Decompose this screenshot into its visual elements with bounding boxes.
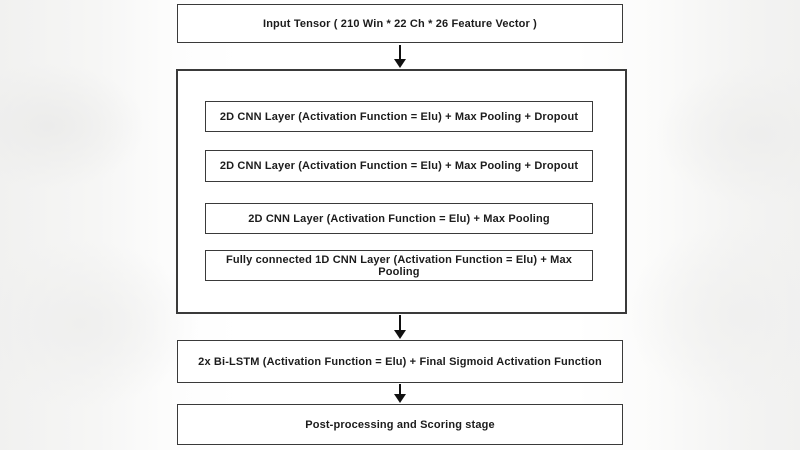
arrow-head-icon	[394, 59, 406, 68]
cnn-layer-2-label: 2D CNN Layer (Activation Function = Elu)…	[219, 160, 579, 172]
cnn-layer-1-box: 2D CNN Layer (Activation Function = Elu)…	[205, 101, 593, 132]
postprocessing-box: Post-processing and Scoring stage	[177, 404, 623, 445]
arrow-down-2	[393, 315, 407, 339]
arrow-stem	[399, 315, 401, 330]
cnn-layer-1-label: 2D CNN Layer (Activation Function = Elu)…	[219, 110, 579, 123]
cnn-layer-3-box: 2D CNN Layer (Activation Function = Elu)…	[205, 203, 593, 234]
fully-connected-1d-cnn-box: Fully connected 1D CNN Layer (Activation…	[205, 250, 593, 281]
arrow-head-icon	[394, 394, 406, 403]
input-tensor-label: Input Tensor ( 210 Win * 22 Ch * 26 Feat…	[262, 17, 537, 30]
arrow-down-1	[393, 45, 407, 68]
bilstm-label: 2x Bi-LSTM (Activation Function = Elu) +…	[198, 355, 602, 368]
cnn-layer-3-label: 2D CNN Layer (Activation Function = Elu)…	[248, 212, 550, 225]
fully-connected-1d-cnn-label: Fully connected 1D CNN Layer (Activation…	[225, 253, 573, 278]
arrow-stem	[399, 384, 401, 394]
arrow-head-icon	[394, 330, 406, 339]
postprocessing-label: Post-processing and Scoring stage	[305, 418, 495, 431]
arrow-stem	[399, 45, 401, 59]
bilstm-box: 2x Bi-LSTM (Activation Function = Elu) +…	[177, 340, 623, 383]
arrow-down-3	[393, 384, 407, 403]
input-tensor-box: Input Tensor ( 210 Win * 22 Ch * 26 Feat…	[177, 4, 623, 43]
cnn-layer-2-box: 2D CNN Layer (Activation Function = Elu)…	[205, 150, 593, 182]
